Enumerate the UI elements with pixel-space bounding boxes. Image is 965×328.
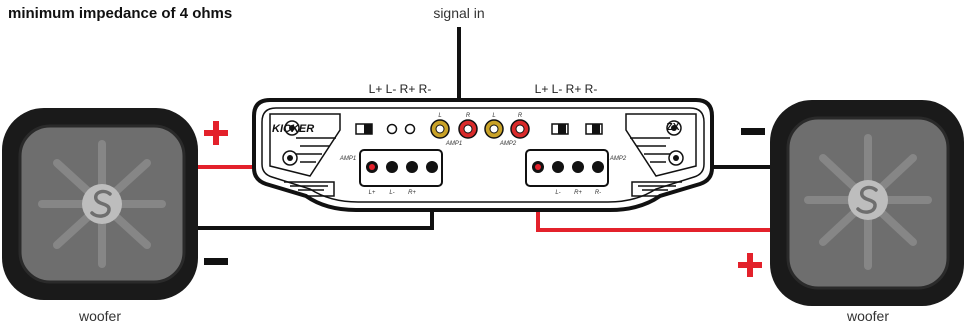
woofer-left-plus-sign [204, 121, 228, 145]
amp2-term-rminus-label: R- [595, 190, 601, 196]
rca-amp1-left[interactable] [430, 119, 450, 139]
rca-amp2-left[interactable] [484, 119, 504, 139]
knob-2[interactable] [404, 123, 416, 135]
amp1-term-rplus-label: R+ [408, 190, 416, 196]
terminal-block-amp1 [359, 149, 443, 187]
amp1-block-label: AMP1 [339, 156, 356, 162]
switch-left[interactable] [355, 123, 373, 135]
woofer-right-label: woofer [846, 308, 889, 324]
terminal-amp2-rminus[interactable] [592, 161, 604, 173]
woofer-right-plus-sign [738, 253, 762, 277]
amp2-term-lminus-label: L- [555, 190, 560, 196]
terminal-amp1-rplus[interactable] [406, 161, 418, 173]
woofer-left-label: woofer [78, 308, 121, 324]
amp1-term-lplus-label: L+ [369, 190, 376, 196]
heatsink-left [269, 113, 341, 197]
woofer-right-minus-sign [741, 128, 765, 135]
woofer-right [770, 100, 964, 306]
diagram-title: minimum impedance of 4 ohms [8, 5, 232, 22]
amp2-block-label: AMP2 [609, 156, 627, 162]
rca-amp2-r-label: R [518, 113, 523, 119]
brand-logo: KICKER [272, 123, 314, 135]
rca-amp2-right[interactable] [510, 119, 530, 139]
signal-in-label: signal in [433, 5, 484, 21]
model-label: ZX [667, 122, 680, 133]
rca-amp2-label: AMP2 [499, 141, 517, 147]
woofer-left [2, 108, 198, 300]
rca-amp1-label: AMP1 [445, 141, 462, 147]
rca-amp1-l-label: L [438, 113, 441, 119]
heatsink-right [625, 113, 697, 197]
woofer-left-minus-sign [204, 258, 228, 265]
rca-amp2-l-label: L [492, 113, 495, 119]
amp1-term-lminus-label: L- [389, 190, 394, 196]
switch-right-2[interactable] [585, 123, 603, 135]
terminal-amp1-rminus[interactable] [426, 161, 438, 173]
terminal-amp2-rplus[interactable] [572, 161, 584, 173]
terminal-block-amp2 [525, 149, 609, 187]
terminal-amp2-lminus[interactable] [552, 161, 564, 173]
rca-amp1-right[interactable] [458, 119, 478, 139]
knob-1[interactable] [386, 123, 398, 135]
terminal-amp1-lminus[interactable] [386, 161, 398, 173]
amp2-term-rplus-label: R+ [574, 190, 582, 196]
rca-amp1-r-label: R [466, 113, 471, 119]
left-positive-wire-end [369, 164, 375, 170]
switch-right-1[interactable] [551, 123, 569, 135]
terminal-labels-amp2: L+ L- R+ R- [535, 82, 598, 96]
terminal-labels-amp1: L+ L- R+ R- [369, 82, 432, 96]
amplifier: KICKER ZX [252, 98, 714, 212]
right-positive-wire-end [535, 164, 541, 170]
